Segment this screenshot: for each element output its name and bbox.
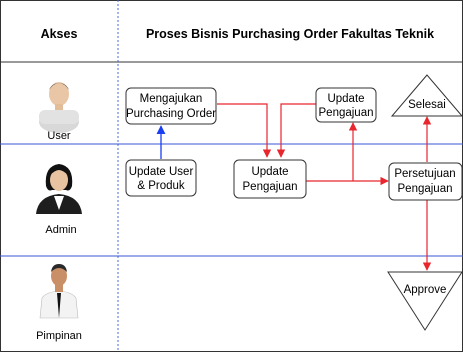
svg-text:& Produk: & Produk bbox=[137, 180, 185, 192]
svg-text:Pengajuan: Pengajuan bbox=[319, 107, 374, 119]
flow-update-pengajuan-user-to-admin bbox=[276, 103, 316, 158]
node-update-user-produk: Update User & Produk bbox=[125, 159, 197, 197]
lane-label-admin: Admin bbox=[45, 224, 76, 236]
male-user-avatar-icon bbox=[39, 82, 79, 133]
svg-text:Pengajuan: Pengajuan bbox=[243, 181, 298, 193]
node-update-pengajuan-admin: Update Pengajuan bbox=[233, 159, 307, 199]
svg-text:Pengajuan: Pengajuan bbox=[398, 183, 453, 195]
svg-text:Persetujuan: Persetujuan bbox=[394, 168, 455, 180]
flow-connectors bbox=[217, 103, 432, 271]
female-admin-avatar-icon bbox=[36, 164, 82, 214]
node-approve: Approve bbox=[387, 271, 463, 331]
svg-text:Update User: Update User bbox=[129, 166, 194, 178]
svg-text:Purchasing Order: Purchasing Order bbox=[126, 108, 216, 120]
lane-label-user: User bbox=[47, 130, 71, 142]
node-update-pengajuan-user: Update Pengajuan bbox=[315, 87, 377, 123]
lane-column-title: Akses bbox=[41, 27, 78, 41]
svg-text:Selesai: Selesai bbox=[408, 99, 446, 111]
node-selesai: Selesai bbox=[390, 74, 463, 117]
diagram-title: Proses Bisnis Purchasing Order Fakultas … bbox=[146, 27, 434, 41]
lane-label-pimpinan: Pimpinan bbox=[36, 330, 82, 342]
node-mengajukan-purchasing-order: Mengajukan Purchasing Order bbox=[125, 87, 217, 125]
flow-mengajukan-to-update-pengajuan-admin bbox=[217, 103, 272, 158]
svg-text:Mengajukan: Mengajukan bbox=[140, 93, 203, 105]
node-persetujuan-pengajuan: Persetujuan Pengajuan bbox=[388, 162, 463, 201]
male-manager-avatar-icon bbox=[39, 264, 79, 319]
svg-text:Update: Update bbox=[327, 93, 364, 105]
svg-text:Update: Update bbox=[251, 166, 288, 178]
svg-text:Approve: Approve bbox=[404, 284, 447, 296]
